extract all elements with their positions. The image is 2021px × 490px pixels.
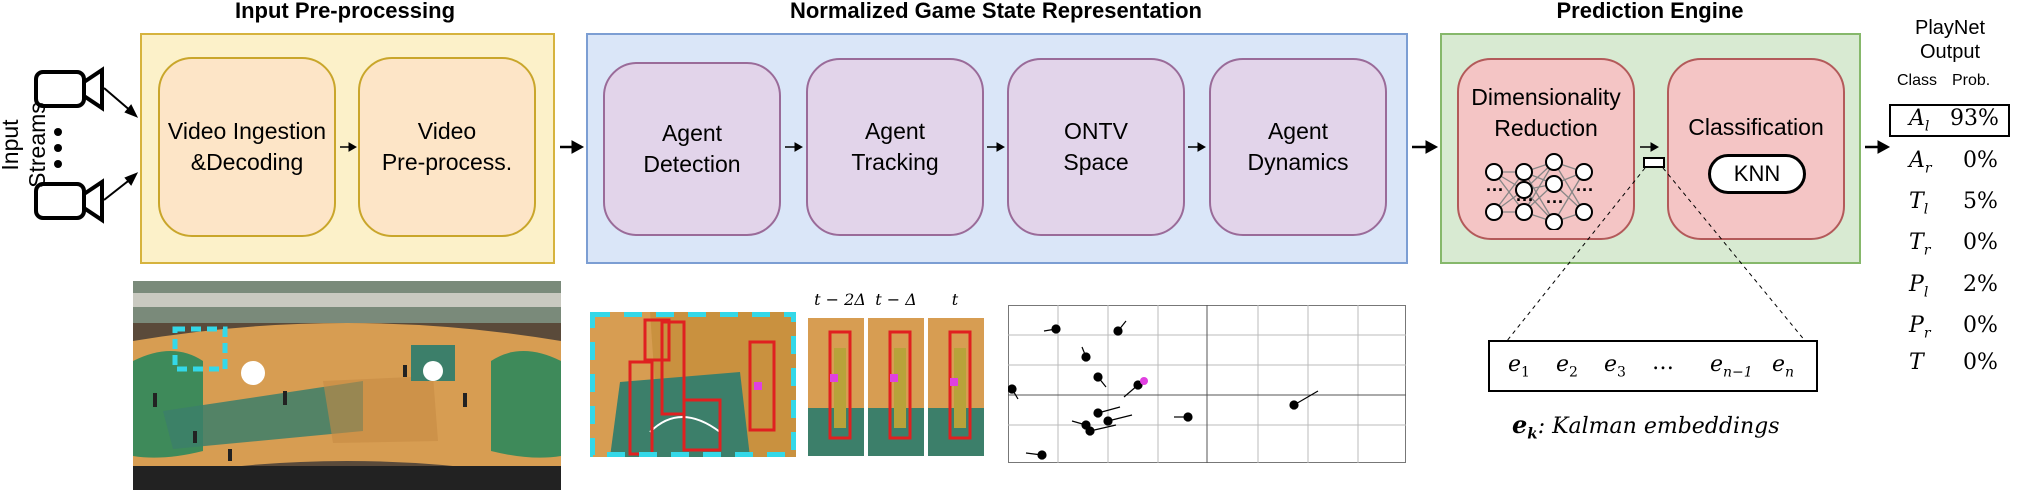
- camera-streams-graphic: [34, 66, 139, 224]
- output-row-class: Tl: [1909, 189, 1929, 218]
- classification-box: Classification: [1667, 58, 1845, 240]
- agent-dynamics-box: Agent Dynamics: [1209, 58, 1387, 236]
- output-top-prediction-highlight: [1889, 104, 2010, 137]
- embedding-vector-icon: [1643, 157, 1665, 168]
- dimensionality-reduction-label: Dimensionality Reduction: [1471, 84, 1621, 141]
- classification-label: Classification: [1688, 114, 1824, 140]
- output-col-class: Class: [1897, 72, 1938, 89]
- time-label-t-delta: t − Δ: [875, 290, 917, 309]
- video-preprocess-label: Video Pre-process.: [381, 118, 513, 175]
- knn-label: KNN: [1733, 161, 1781, 186]
- output-row-prob: 93%: [1950, 106, 1999, 131]
- detection-image: [590, 312, 796, 457]
- stream-arrows: [103, 87, 139, 201]
- time-label-t: t: [951, 290, 959, 309]
- svg-text:···: ···: [1516, 190, 1534, 210]
- video-ingestion-box: Video Ingestion &Decoding: [158, 57, 336, 237]
- camera-icon: [34, 178, 104, 224]
- tracking-frames-image: [808, 318, 984, 456]
- title-preprocessing: Input Pre-processing: [234, 0, 456, 23]
- output-row-prob: 0%: [1963, 148, 1998, 173]
- court-panorama-image: [133, 281, 561, 490]
- embedding-e1: e1: [1508, 352, 1530, 381]
- time-label-t-2delta: t − 2Δ: [814, 290, 866, 309]
- agent-tracking-box: Agent Tracking: [806, 58, 984, 236]
- output-row-class: T: [1909, 350, 1924, 375]
- output-row-prob: 5%: [1963, 189, 1998, 214]
- title-representation: Normalized Game State Representation: [789, 0, 1202, 23]
- embedding-e3: e3: [1604, 352, 1626, 381]
- embedding-e2: e2: [1556, 352, 1578, 381]
- output-row-class: Pr: [1909, 313, 1931, 342]
- output-row-prob: 2%: [1963, 272, 1998, 297]
- ontv-space-box: ONTV Space: [1007, 58, 1185, 236]
- output-row-prob: 0%: [1963, 313, 1998, 338]
- knn-pill: KNN: [1708, 154, 1806, 194]
- output-title: PlayNet Output: [1914, 17, 1986, 63]
- output-row-class: Tr: [1909, 230, 1931, 259]
- video-preprocess-box: Video Pre-process.: [358, 57, 536, 237]
- output-row-prob: 0%: [1963, 230, 1998, 255]
- agent-detection-label: Agent Detection: [643, 120, 741, 177]
- video-ingestion-label: Video Ingestion &Decoding: [167, 118, 327, 175]
- output-row-class: Ar: [1909, 148, 1932, 177]
- kalman-embedding-vector: e1 e2 e3 … en−1 en: [1488, 340, 1818, 392]
- agent-dynamics-label: Agent Dynamics: [1247, 118, 1349, 175]
- title-prediction: Prediction Engine: [1556, 0, 1744, 23]
- neural-network-icon: ··· ··· ··· ···: [1485, 153, 1594, 230]
- agent-tracking-label: Agent Tracking: [851, 118, 939, 175]
- output-row-class: Pl: [1909, 272, 1929, 301]
- svg-text:···: ···: [1486, 180, 1504, 200]
- embedding-en: en: [1772, 352, 1795, 381]
- agent-detection-box: Agent Detection: [603, 62, 781, 236]
- output-row-class: Al: [1909, 106, 1930, 135]
- svg-text:···: ···: [1546, 192, 1564, 212]
- kalman-embedding-caption: ek: Kalman embeddings: [1512, 410, 1780, 443]
- ontv-plot: [1008, 305, 1406, 463]
- svg-text:···: ···: [1576, 180, 1594, 200]
- embedding-ellipsis: …: [1652, 350, 1674, 375]
- ellipsis-dots: [54, 128, 62, 168]
- output-col-prob: Prob.: [1952, 72, 1991, 89]
- ontv-space-label: ONTV Space: [1063, 118, 1129, 175]
- output-row-prob: 0%: [1963, 350, 1998, 375]
- embedding-en-1: en−1: [1710, 352, 1753, 381]
- camera-icon: [34, 66, 104, 112]
